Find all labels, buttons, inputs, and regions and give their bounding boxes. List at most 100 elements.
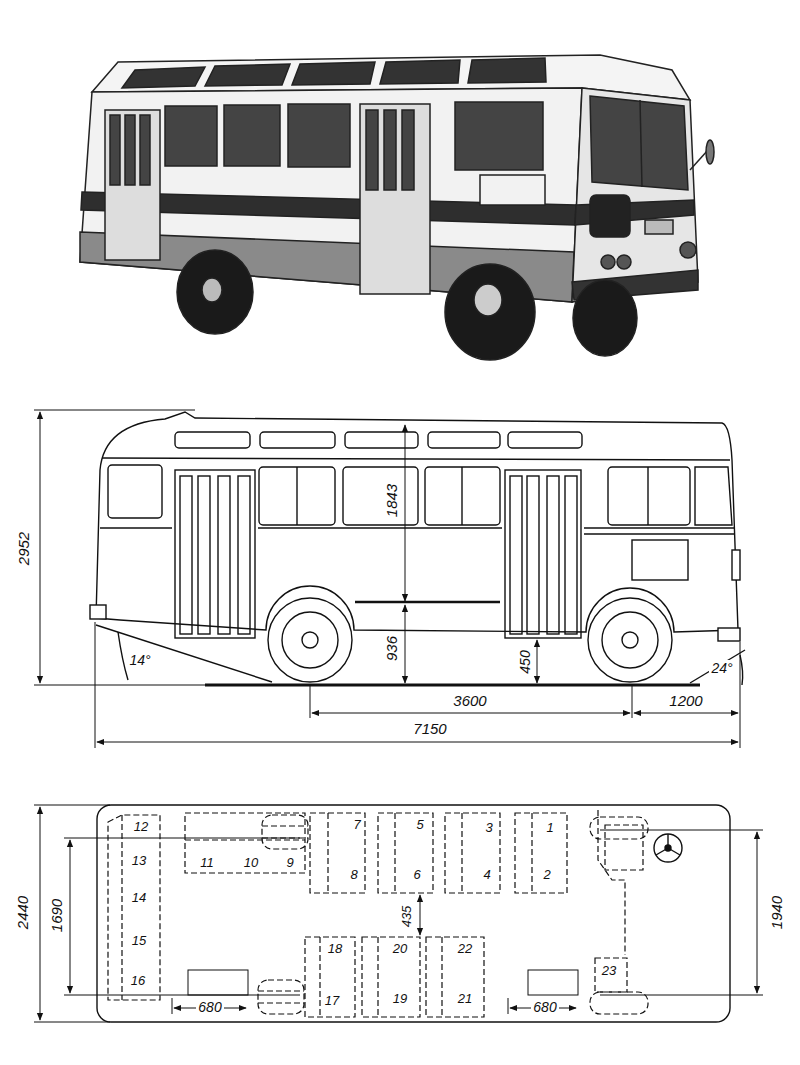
door-panel — [527, 476, 539, 634]
step — [188, 970, 248, 995]
roof-window — [122, 67, 205, 88]
side-view — [34, 410, 745, 748]
ground — [205, 684, 700, 687]
extension-line — [310, 684, 311, 718]
callout-number: 22 — [456, 941, 474, 956]
belt-line — [258, 527, 502, 528]
door-panel — [198, 476, 210, 634]
callout-number: 17 — [323, 993, 341, 1008]
side-window — [259, 467, 335, 525]
side-window — [425, 467, 500, 525]
callout-number: 19 — [391, 991, 409, 1006]
callout-number: 6 — [411, 867, 422, 882]
angle-line — [690, 650, 745, 683]
wheel — [177, 250, 253, 334]
callout-number: 1200 — [667, 692, 704, 709]
dimension-value: 936 — [384, 633, 401, 662]
callout-number: 3600 — [451, 692, 488, 709]
door-panel — [547, 476, 559, 634]
tyre-line — [262, 825, 308, 826]
roof-window — [345, 432, 418, 448]
seat-line — [531, 813, 532, 893]
steering-spoke — [667, 834, 668, 848]
wheel-rim — [282, 612, 338, 668]
side-window — [165, 106, 217, 166]
callout-number: 1 — [544, 820, 555, 835]
wheel-arch — [590, 992, 648, 1014]
dimension-line — [312, 713, 630, 714]
door-panel — [510, 476, 522, 634]
dimension-value: 1940 — [769, 893, 786, 930]
side-window — [608, 467, 690, 525]
roof-window — [428, 432, 500, 448]
roof-window — [260, 432, 335, 448]
extension-line — [172, 998, 173, 1014]
callout-number: 3 — [483, 820, 494, 835]
side-panel — [480, 175, 545, 205]
callout-number: 14° — [127, 652, 152, 668]
dimension-line — [634, 713, 738, 714]
wheel-rim — [602, 612, 658, 668]
steering-wheel — [654, 834, 682, 862]
seat-line — [377, 937, 378, 1017]
tyre-line — [258, 990, 304, 991]
callout-number: 18 — [326, 941, 344, 956]
callout-number: 2 — [541, 867, 552, 882]
seat — [378, 813, 433, 893]
front-bumper — [718, 628, 740, 641]
seat — [426, 937, 484, 1017]
extension-line — [740, 642, 741, 748]
dimension-line — [40, 807, 41, 1020]
seat-line — [394, 813, 395, 893]
rear-bumper — [90, 605, 106, 619]
wheel — [588, 598, 672, 682]
callout-number: 10 — [242, 855, 260, 870]
belt-line — [100, 527, 172, 528]
windshield-pillar — [640, 100, 642, 187]
hub — [202, 278, 222, 302]
window-divider — [647, 467, 648, 525]
callout-number: 680 — [196, 999, 223, 1015]
extension-line — [95, 622, 96, 748]
seat-line — [441, 937, 442, 1017]
callout-number: 9 — [284, 855, 295, 870]
callout-number: 16 — [129, 973, 147, 988]
seat-line — [327, 813, 328, 893]
extension-line — [64, 995, 300, 996]
side-hatch — [632, 540, 688, 580]
callout-number: 14 — [130, 890, 148, 905]
plate — [645, 220, 673, 234]
callout-number: 8 — [348, 867, 359, 882]
hub — [474, 284, 502, 316]
wheel — [573, 280, 637, 356]
seat-line — [319, 937, 320, 1017]
dimension-line — [757, 832, 758, 993]
wheel-arch — [590, 817, 648, 839]
roof-window — [508, 432, 582, 448]
extension-line — [600, 995, 763, 996]
headlamp — [732, 550, 740, 580]
wheel — [445, 264, 535, 360]
roof-window — [292, 62, 375, 85]
window-divider — [296, 467, 297, 525]
dimension-value: 1690 — [49, 896, 66, 933]
front-door — [505, 470, 581, 638]
callout-number: 5 — [414, 817, 425, 832]
extension-line — [34, 805, 110, 806]
door-panel — [366, 110, 378, 190]
callout-number: 12 — [132, 819, 150, 834]
mirror — [706, 140, 714, 164]
door-panel — [125, 115, 135, 185]
bus-front — [572, 88, 698, 302]
roof-window — [175, 432, 250, 448]
wheel-arch — [262, 815, 308, 849]
angle-line — [96, 625, 272, 682]
step — [528, 970, 578, 995]
roof-line — [102, 458, 730, 460]
door-panel — [238, 476, 250, 634]
door-panel — [110, 115, 120, 185]
dimension-value: 2440 — [15, 893, 32, 930]
dimension-line — [537, 640, 538, 683]
bus-illustration — [80, 55, 714, 360]
